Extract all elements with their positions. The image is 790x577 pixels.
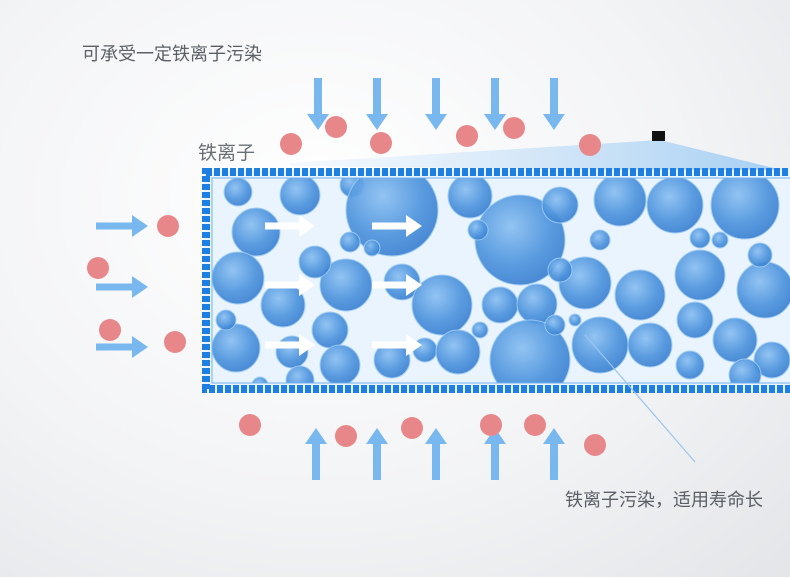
iron-ions: [87, 116, 606, 456]
red-dot-icon: [579, 134, 601, 156]
white-arrow-icon: [265, 274, 315, 296]
bead: [753, 341, 790, 379]
blue-arrow-icon: [425, 428, 447, 480]
bead: [411, 274, 473, 336]
bead: [471, 321, 489, 339]
bead: [223, 178, 253, 207]
bead: [251, 376, 269, 383]
blue-arrow-icon: [307, 78, 329, 130]
membrane-beads: [212, 178, 790, 383]
membrane-border: [202, 168, 790, 393]
bead: [676, 301, 714, 339]
red-dot-icon: [87, 257, 109, 279]
bead: [568, 313, 582, 327]
red-dot-icon: [239, 414, 261, 436]
red-dot-icon: [524, 414, 546, 436]
light-beam: [290, 140, 790, 172]
bead: [285, 365, 315, 383]
bead: [467, 219, 489, 241]
red-dot-icon: [280, 133, 302, 155]
bead: [298, 245, 332, 279]
red-dot-icon: [584, 434, 606, 456]
pointer-line: [584, 334, 696, 463]
bead: [674, 249, 726, 301]
bead: [614, 269, 666, 321]
blue-arrow-icon: [96, 276, 148, 298]
diagram-title: 可承受一定铁离子污染: [82, 44, 262, 65]
red-dot-icon: [370, 132, 392, 154]
beam-marker-icon: [652, 131, 665, 141]
bead: [481, 286, 519, 324]
bead: [311, 311, 349, 349]
bead: [435, 329, 481, 375]
red-dot-icon: [503, 117, 525, 139]
white-arrow-icon: [265, 334, 315, 356]
bead: [319, 344, 361, 383]
red-dot-icon: [164, 331, 186, 353]
white-arrow-icon: [372, 274, 422, 296]
blue-arrow-icon: [484, 78, 506, 130]
bead: [544, 314, 566, 336]
bead: [541, 186, 579, 224]
blue-arrow-icon: [543, 78, 565, 130]
bead: [646, 178, 704, 234]
white-arrow-icon: [372, 215, 422, 237]
red-dot-icon: [456, 125, 478, 147]
blue-arrow-icon: [96, 336, 148, 358]
red-dot-icon: [325, 116, 347, 138]
blue-arrow-icon: [484, 428, 506, 480]
blue-arrow-icon: [96, 215, 148, 237]
red-dot-icon: [99, 319, 121, 341]
bead: [260, 282, 306, 328]
red-dot-icon: [157, 215, 179, 237]
bead: [279, 178, 321, 216]
bead: [571, 316, 629, 374]
bead: [212, 323, 261, 373]
red-dot-icon: [335, 425, 357, 447]
bead: [728, 358, 762, 383]
bead: [712, 317, 758, 363]
bead: [710, 178, 780, 240]
bead: [627, 322, 673, 368]
red-dot-icon: [401, 417, 423, 439]
bead: [736, 261, 790, 319]
bead: [447, 178, 493, 219]
bead: [345, 178, 439, 257]
blue-arrow-icon: [425, 78, 447, 130]
flow-arrows: [265, 215, 422, 356]
bead: [231, 207, 281, 257]
bead: [215, 309, 237, 331]
bead: [547, 257, 573, 283]
bead: [489, 319, 571, 383]
iron-ion-label: 铁离子: [198, 142, 256, 164]
bead: [675, 350, 705, 380]
blue-arrow-icon: [366, 428, 388, 480]
bead: [212, 251, 265, 305]
membrane-inner-border: [211, 177, 790, 384]
bead: [589, 229, 611, 251]
bead: [689, 227, 711, 249]
bead: [593, 178, 647, 227]
outcome-label: 铁离子污染，适用寿命长: [565, 490, 763, 511]
blue-arrow-icon: [543, 428, 565, 480]
red-dot-icon: [480, 414, 502, 436]
white-arrow-icon: [372, 334, 422, 356]
white-arrow-icon: [265, 215, 315, 237]
bead: [711, 231, 729, 249]
bead: [339, 231, 361, 253]
blue-arrow-icon: [366, 78, 388, 130]
bead: [363, 239, 381, 257]
membrane-frame: [202, 168, 790, 393]
inflow-arrows: [96, 78, 565, 480]
blue-arrow-icon: [305, 428, 327, 480]
bead: [747, 242, 773, 268]
